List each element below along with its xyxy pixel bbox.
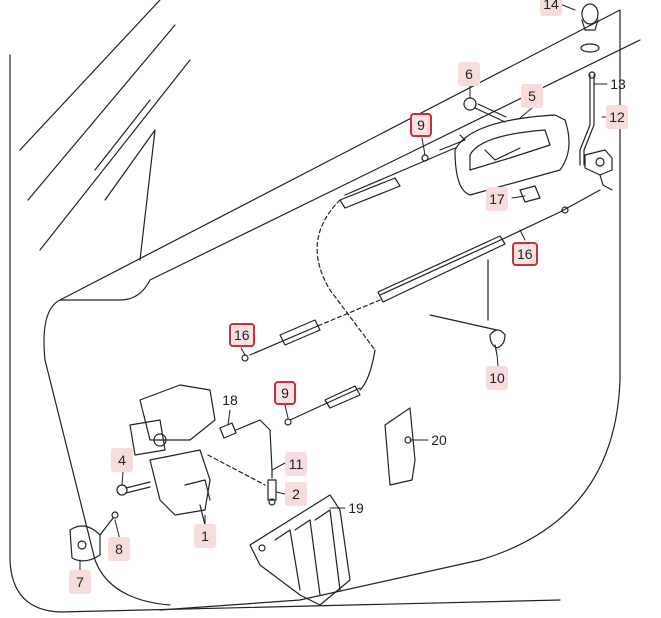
callout-9-lower: 9: [274, 381, 296, 405]
callout-2: 2: [285, 482, 307, 506]
clip-part-17: [519, 185, 541, 203]
door-panel-outline: [9, 54, 561, 613]
cable-lower-part-9: [284, 349, 376, 426]
callout-8: 8: [108, 537, 130, 561]
callout-1: 1: [194, 524, 216, 548]
callout-7: 7: [69, 570, 91, 594]
callout-4: 4: [111, 448, 133, 472]
door-inner-edge: [59, 39, 641, 301]
glass-line: [94, 99, 151, 171]
callout-18: 18: [222, 392, 238, 408]
screw-part-6: [463, 97, 507, 123]
cable-clip-part-10: [429, 259, 506, 356]
door-lock-actuator-part: [129, 384, 216, 526]
window-frame-left: [19, 0, 161, 151]
window-frame-line2: [39, 59, 191, 251]
callout-5: 5: [521, 84, 543, 108]
door-inner-frame: [59, 9, 621, 611]
callout-19: 19: [348, 500, 364, 516]
lock-rod-part: [579, 71, 596, 166]
callout-12: 12: [606, 105, 628, 129]
callout-14: 14: [540, 0, 562, 16]
callout-16-lower: 16: [229, 323, 255, 347]
callout-17: 17: [486, 187, 508, 211]
callout-9-upper: 9: [410, 113, 432, 137]
rod-clip-part: [584, 149, 613, 191]
cover-plate-part-7: [69, 525, 101, 562]
glass-line-2: [104, 129, 156, 261]
routing-dashed-lines: [207, 199, 381, 486]
callout-10: 10: [486, 366, 508, 390]
leader-lines: [79, 3, 609, 571]
screw-part-8: [99, 511, 119, 536]
window-frame-line: [27, 24, 176, 201]
inner-door-handle-part: [454, 114, 570, 196]
bracket-part-20: [384, 407, 416, 486]
bracket-part-19: [249, 494, 351, 606]
callout-20: 20: [431, 432, 447, 448]
connector-part-18: [219, 419, 273, 471]
lock-knob-part: [580, 3, 600, 53]
cable-upper-part-16: [377, 189, 601, 303]
callout-6: 6: [458, 62, 480, 86]
bolt-part-2: [267, 479, 277, 506]
door-bottom-curve: [43, 299, 171, 606]
callout-16-upper: 16: [512, 242, 538, 266]
callout-13: 13: [610, 76, 626, 92]
callout-11: 11: [285, 452, 307, 476]
cable-upper-part-9: [339, 134, 466, 209]
